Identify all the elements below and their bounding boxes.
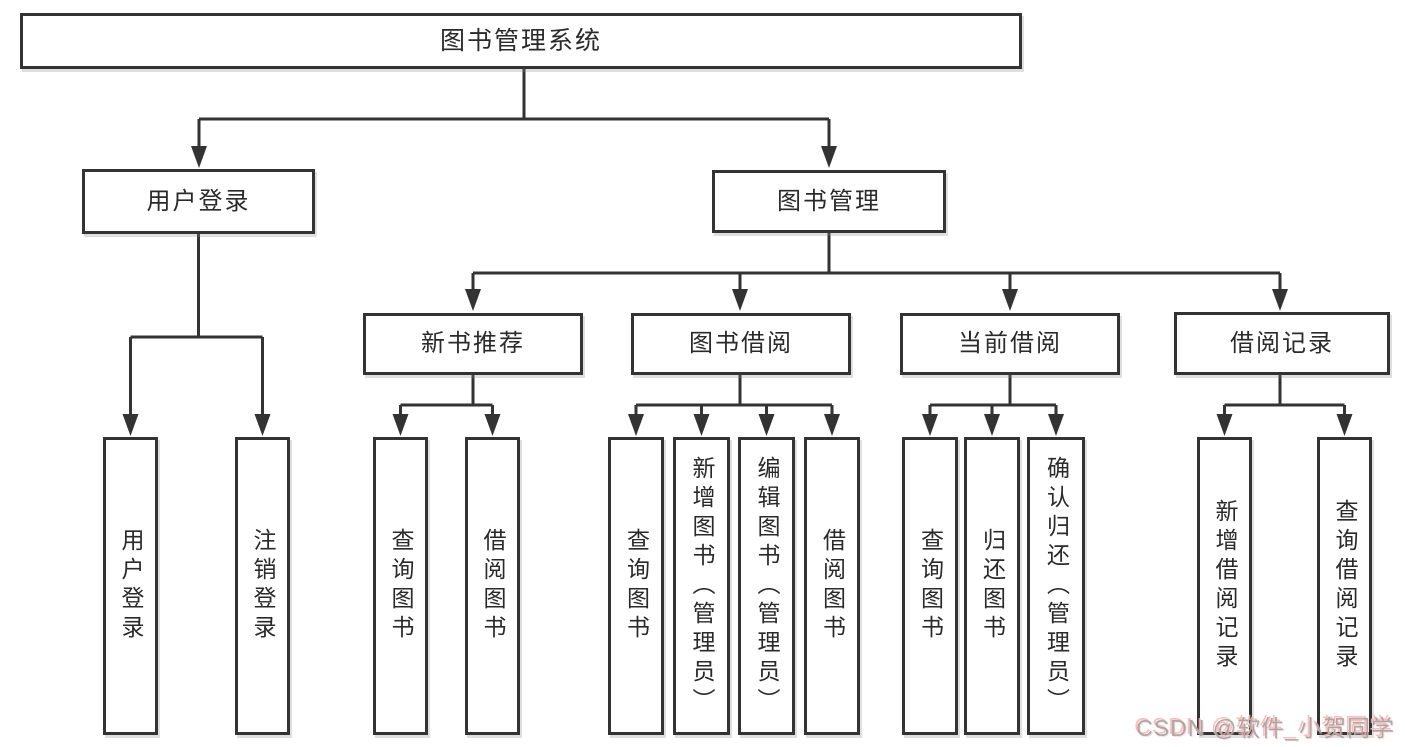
node-current-borrow-label: 当前借阅 — [958, 330, 1062, 357]
leaf-query-books-current: 查询图书 — [902, 437, 958, 735]
node-book-borrow-label: 图书借阅 — [689, 330, 793, 357]
node-current-borrow: 当前借阅 — [900, 313, 1120, 375]
node-root-label: 图书管理系统 — [439, 26, 602, 55]
leaf-query-books-borrow: 查询图书 — [608, 437, 664, 735]
leaf-user-login: 用户登录 — [103, 437, 158, 735]
node-book-management-label: 图书管理 — [777, 187, 881, 215]
leaf-return-book: 归还图书 — [964, 437, 1020, 735]
leaf-add-book-admin: 新增图书（管理员） — [673, 437, 730, 735]
node-borrow-record-label: 借阅记录 — [1230, 329, 1334, 357]
arrowhead-icons — [122, 146, 1353, 436]
leaf-logout: 注销登录 — [235, 437, 290, 735]
node-user-login: 用户登录 — [82, 169, 315, 234]
node-new-book-recommend-label: 新书推荐 — [421, 330, 525, 357]
leaf-query-books-recommend: 查询图书 — [373, 437, 428, 735]
leaf-borrow-books: 借阅图书 — [804, 437, 860, 735]
node-book-management: 图书管理 — [712, 170, 946, 233]
node-borrow-record: 借阅记录 — [1174, 312, 1390, 375]
leaf-query-borrow-record: 查询借阅记录 — [1317, 437, 1372, 735]
node-root: 图书管理系统 — [20, 13, 1022, 69]
node-new-book-recommend: 新书推荐 — [363, 313, 583, 375]
connector-lines — [129, 69, 1346, 415]
node-user-login-label: 用户登录 — [146, 187, 251, 215]
watermark: CSDN @软件_小贺同学 — [1136, 715, 1395, 741]
leaf-confirm-return-admin: 确认归还（管理员） — [1027, 437, 1085, 735]
leaf-edit-book-admin: 编辑图书（管理员） — [738, 437, 795, 735]
leaf-add-borrow-record: 新增借阅记录 — [1197, 437, 1252, 735]
node-book-borrow: 图书借阅 — [631, 313, 851, 375]
leaf-borrow-books-recommend: 借阅图书 — [465, 437, 520, 735]
